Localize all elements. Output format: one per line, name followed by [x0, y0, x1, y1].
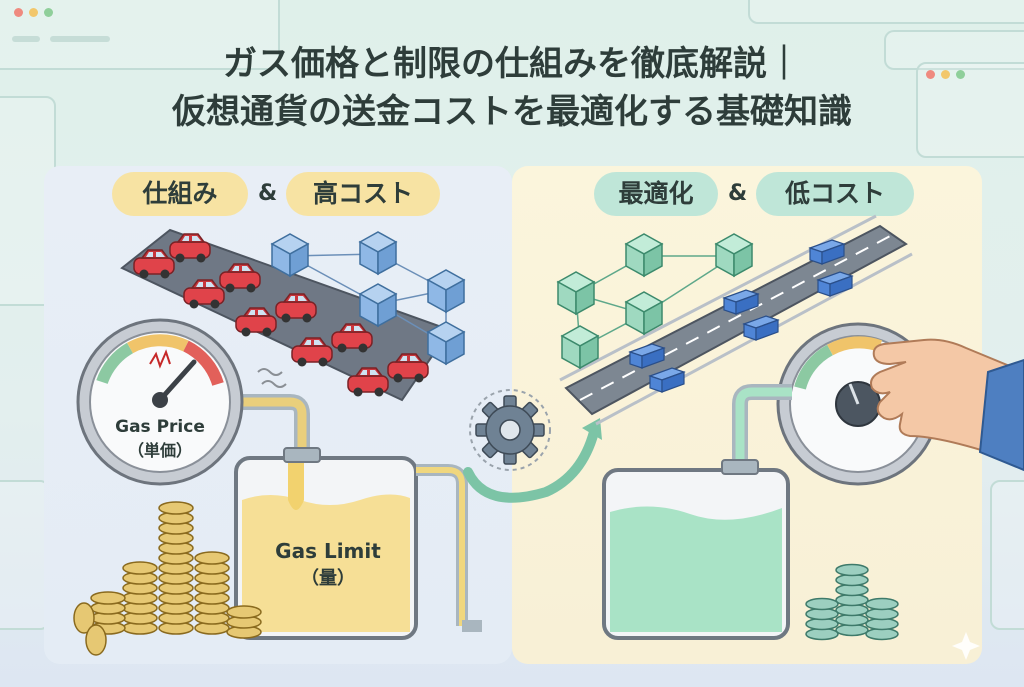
block-icon [427, 321, 465, 365]
gas-price-sublabel: （単価） [128, 441, 192, 460]
steam [261, 380, 287, 388]
pipe-fuel [230, 397, 307, 458]
bg-window-bottomright [990, 480, 1024, 630]
title-line-1: ガス価格と制限の仕組みを徹底解説｜ [223, 44, 801, 84]
title-line-2: 仮想通貨の送金コストを最適化する基礎知識 [172, 92, 852, 132]
block-icon [427, 269, 465, 313]
dot-red [926, 70, 935, 79]
block-icon [271, 233, 309, 277]
lane-marking [579, 233, 895, 401]
gas-limit-sublabel: （量） [301, 567, 355, 589]
dot-yellow [941, 70, 950, 79]
tag-optimization: 最適化 [594, 172, 718, 216]
bg-window-right-2 [916, 62, 1024, 158]
block-icon [625, 291, 663, 335]
dot-green [44, 8, 53, 17]
coin-stack-icon [805, 563, 899, 641]
gas-price-label: Gas Price [115, 417, 205, 437]
gauge-icon [76, 318, 244, 486]
bg-bar [50, 36, 110, 42]
bg-window-topright [748, 0, 1024, 24]
block-icon [557, 271, 595, 315]
ampersand-right: & [728, 181, 748, 206]
dot-yellow [29, 8, 38, 17]
sparkle-icon [952, 632, 980, 660]
ampersand-left: & [258, 181, 278, 206]
block-icon [359, 231, 397, 275]
gas-limit-tank [234, 447, 482, 640]
tag-high-cost: 高コスト [286, 172, 440, 216]
block-icon [561, 325, 599, 369]
window-dots [14, 8, 53, 17]
steam [257, 368, 283, 376]
tag-low-cost: 低コスト [756, 172, 914, 216]
page-title: ガス価格と制限の仕組みを徹底解説｜ 仮想通貨の送金コストを最適化する基礎知識 [0, 40, 1024, 136]
block-icon [715, 233, 753, 277]
pipe-fuel [735, 387, 792, 470]
gear-icon [469, 389, 551, 471]
window-dots [926, 70, 965, 79]
dot-red [14, 8, 23, 17]
bg-bar [12, 36, 40, 42]
block-icon [625, 233, 663, 277]
hand-icon [870, 338, 1024, 472]
tag-mechanism: 仕組み [112, 172, 248, 216]
coin-stack-icon [73, 501, 262, 656]
block-icon [359, 283, 397, 327]
flow-arrow [463, 427, 599, 503]
dot-green [956, 70, 965, 79]
optimized-tank [602, 459, 790, 640]
gas-limit-label: Gas Limit [275, 539, 381, 563]
